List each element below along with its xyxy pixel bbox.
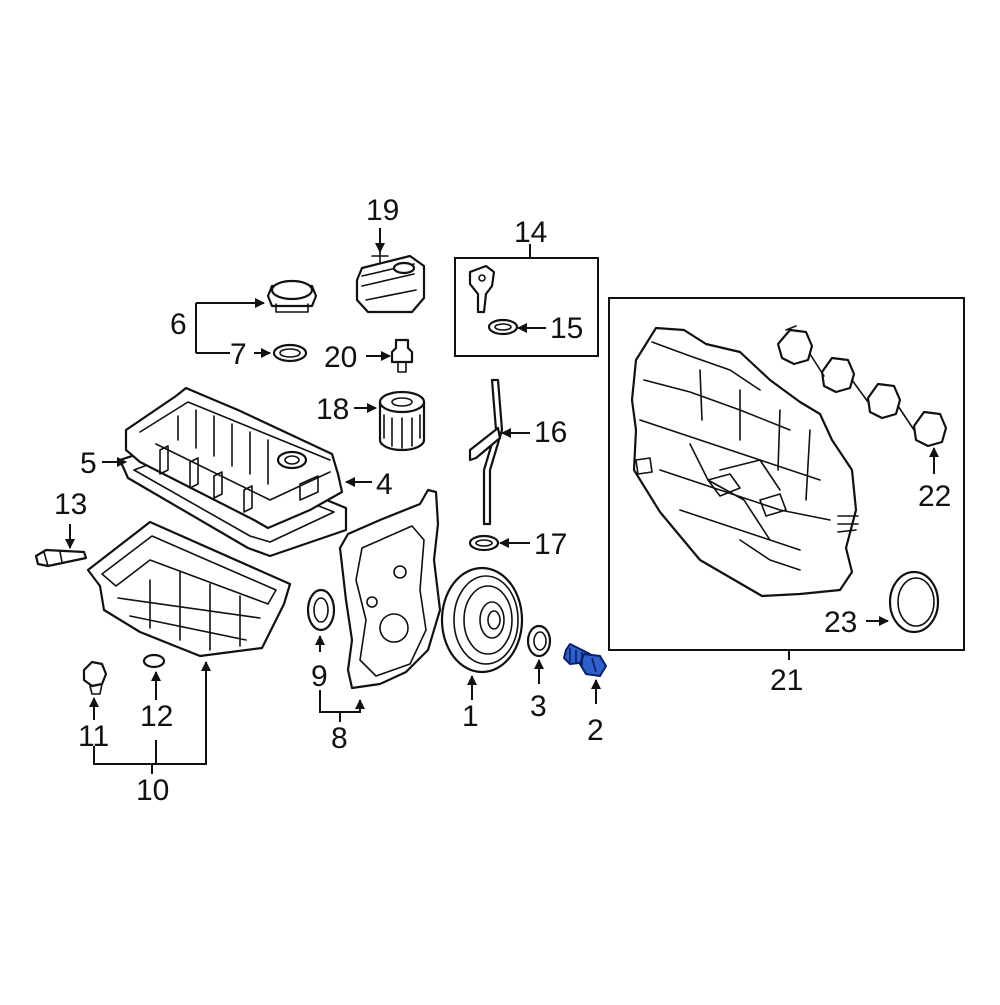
oil-pressure-switch-part[interactable] <box>390 338 414 373</box>
callout-15: 15 <box>550 312 583 345</box>
drain-plug-part[interactable] <box>82 660 108 695</box>
front-seal-part[interactable] <box>306 588 336 632</box>
callout-10: 10 <box>136 774 169 807</box>
dipstick-tube-part[interactable] <box>468 378 504 526</box>
callout-13: 13 <box>54 488 87 521</box>
callout-4: 4 <box>376 468 393 501</box>
callout-1: 1 <box>462 700 479 733</box>
pickup-gasket-part[interactable] <box>487 318 519 336</box>
pulley-washer-part[interactable] <box>526 624 552 658</box>
callout-2: 2 <box>587 714 604 747</box>
group-box-21 <box>608 297 965 651</box>
callout-11: 11 <box>78 720 109 753</box>
callout-12: 12 <box>140 700 173 733</box>
callout-23: 23 <box>824 606 857 639</box>
drain-plug-washer-part[interactable] <box>142 653 166 669</box>
callout-3: 3 <box>530 690 547 723</box>
baffle-part[interactable] <box>34 548 88 568</box>
crankshaft-pulley-part[interactable] <box>440 566 524 674</box>
group-box-14 <box>454 257 599 357</box>
callout-6: 6 <box>170 308 187 341</box>
intake-manifold-gasket-part[interactable] <box>776 325 948 448</box>
callout-7: 7 <box>230 338 247 371</box>
oil-pump-pickup-part[interactable] <box>468 264 496 314</box>
timing-cover-part[interactable] <box>338 488 442 690</box>
valve-cover-part[interactable] <box>124 386 344 530</box>
callout-19: 19 <box>366 194 399 227</box>
callout-8: 8 <box>331 722 348 755</box>
callout-18: 18 <box>316 393 349 426</box>
dipstick-gasket-part[interactable] <box>468 534 500 552</box>
o-ring-part[interactable] <box>272 343 308 363</box>
oil-filler-cap-part[interactable] <box>266 279 318 313</box>
crankshaft-pulley-bolt-part[interactable] <box>563 643 607 677</box>
callout-14: 14 <box>514 216 547 249</box>
oil-filter-part[interactable] <box>378 390 426 452</box>
callout-20: 20 <box>324 341 357 374</box>
oil-cooler-part[interactable] <box>355 249 426 314</box>
throttle-body-gasket-part[interactable] <box>888 570 940 634</box>
callout-9: 9 <box>311 660 328 693</box>
leader-lines <box>65 228 939 774</box>
callout-labels: 19 14 6 7 15 20 18 16 5 4 13 17 22 23 9 … <box>54 194 951 807</box>
callout-5: 5 <box>80 447 97 480</box>
oil-pan-part[interactable] <box>86 520 292 658</box>
callout-16: 16 <box>534 416 567 449</box>
callout-17: 17 <box>534 528 567 561</box>
callout-22: 22 <box>918 480 951 513</box>
callout-21: 21 <box>770 664 803 697</box>
intake-manifold-part[interactable] <box>630 326 859 598</box>
